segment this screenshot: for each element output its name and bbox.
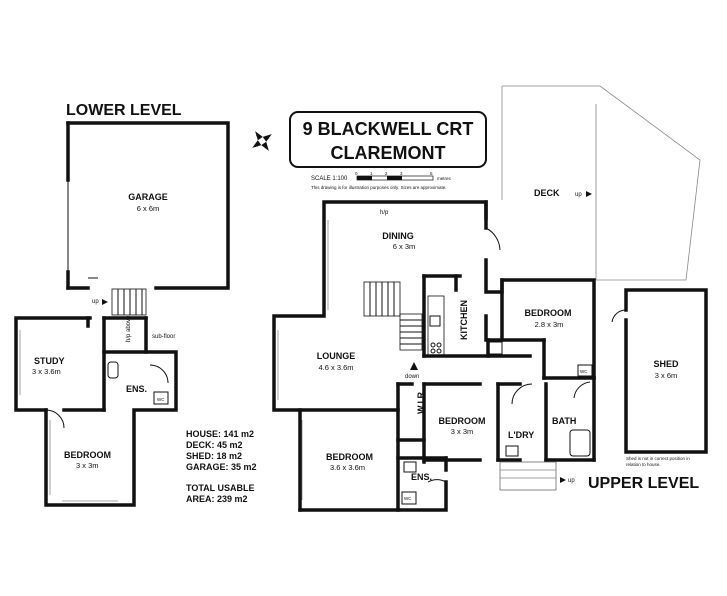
upper-level-plan: DECK up xyxy=(272,85,701,512)
total-area-line1: TOTAL USABLE xyxy=(186,483,255,493)
upper-hp-label: h/p xyxy=(380,210,389,216)
lower-wc-label: WC xyxy=(157,397,165,402)
entry-up-arrow-icon xyxy=(560,477,566,483)
deck-up-arrow-icon xyxy=(586,191,592,197)
upper-toilet-icon xyxy=(577,364,593,377)
lower-rooms: WC h/p above sub-floor STUDY 3 x 3.6m EN… xyxy=(14,315,178,507)
suburb-title: CLAREMONT xyxy=(331,143,446,163)
title-box xyxy=(289,111,487,168)
scale-tick-0: 0 xyxy=(355,171,358,176)
ens-basin-icon xyxy=(403,461,417,473)
scale-tick-3: 3 xyxy=(400,171,403,176)
compass-n: N xyxy=(255,133,261,139)
laundry-label: L'DRY xyxy=(508,430,534,440)
kitchen-fittings: KITCHEN xyxy=(427,295,503,357)
ens-wc-label: WC xyxy=(404,496,412,501)
scale-tick-1: 1 xyxy=(370,171,373,176)
lounge-label: LOUNGE xyxy=(317,351,356,361)
upper-wc-label: WC xyxy=(580,369,588,374)
lower-bedroom-size: 3 x 3m xyxy=(76,461,99,470)
bathtub-icon xyxy=(569,429,591,457)
lower-up-label: up xyxy=(92,299,99,305)
upper-level-label: UPPER LEVEL xyxy=(588,475,699,492)
house-area: HOUSE: 141 m2 xyxy=(186,429,254,439)
deck-area: DECK: 45 m2 xyxy=(186,440,243,450)
shed-note-line1: Shed is not in correct position in xyxy=(626,456,690,461)
garage-label: GARAGE xyxy=(128,192,168,202)
scale-tick-5: 5 xyxy=(430,171,433,176)
area-summary: HOUSE: 141 m2 DECK: 45 m2 SHED: 18 m2 GA… xyxy=(186,429,257,504)
lower-ens-label: ENS. xyxy=(126,384,147,394)
shed-building: SHED 3 x 6m Shed is not in correct posit… xyxy=(611,288,708,467)
shed-size: 3 x 6m xyxy=(655,371,678,380)
ens-toilet-icon xyxy=(401,491,417,505)
address-title: 9 BLACKWELL CRT xyxy=(303,119,474,139)
garage-area: GARAGE: 35 m2 xyxy=(186,462,257,472)
bedroom-sw-size: 3.6 x 3.6m xyxy=(330,463,365,472)
bedroom-sw-label: BEDROOM xyxy=(326,452,373,462)
down-arrow-icon xyxy=(410,362,418,370)
sink-icon xyxy=(429,315,441,327)
scale-tick-2: 2 xyxy=(385,171,388,176)
scale-note: This drawing is for illustration purpose… xyxy=(311,185,446,190)
shed-label: SHED xyxy=(653,359,679,369)
deck-area-plan: DECK up xyxy=(501,85,701,281)
study-size: 3 x 3.6m xyxy=(32,367,61,376)
compass-w: W xyxy=(254,141,261,148)
bedroom-ne-size: 2.8 x 3m xyxy=(535,320,564,329)
entry-steps: up xyxy=(499,461,575,491)
toilet-icon xyxy=(153,391,169,405)
bedroom-ne-label: BEDROOM xyxy=(525,308,572,318)
bath-label: BATH xyxy=(552,416,576,426)
basin-icon xyxy=(107,361,119,379)
total-area-line2: AREA: 239 m2 xyxy=(186,494,248,504)
lower-level-plan: GARAGE 6 x 6m up xyxy=(14,121,230,507)
upper-ens-label: ENS. xyxy=(411,472,432,482)
entry-up-label: up xyxy=(568,478,575,484)
lower-bedroom-label: BEDROOM xyxy=(64,450,111,460)
lounge-size: 4.6 x 3.6m xyxy=(318,363,353,372)
shed-area: SHED: 18 m2 xyxy=(186,451,242,461)
wir-label: W.I.R xyxy=(416,392,426,414)
scale-label: SCALE 1:100 xyxy=(311,176,348,182)
dining-size: 6 x 3m xyxy=(393,242,416,251)
kitchen-label: KITCHEN xyxy=(459,300,469,340)
sub-floor-label: sub-floor xyxy=(152,334,175,340)
title-block: 9 BLACKWELL CRT CLAREMONT xyxy=(289,111,487,168)
study-label: STUDY xyxy=(34,356,65,366)
down-label: down xyxy=(405,374,419,380)
lower-level-label: LOWER LEVEL xyxy=(66,102,182,119)
up-arrow-icon xyxy=(102,299,108,305)
lower-stairs: up xyxy=(92,288,147,316)
garage-room: GARAGE 6 x 6m xyxy=(66,121,230,290)
deck-up-label: up xyxy=(575,192,582,198)
upper-stairs: down xyxy=(363,281,423,380)
trough-icon xyxy=(505,445,519,457)
bedroom-mid-label: BEDROOM xyxy=(439,416,486,426)
shed-note-line2: relation to house. xyxy=(626,462,661,467)
compass-icon: N S E W xyxy=(252,131,272,151)
dining-label: DINING xyxy=(382,231,414,241)
deck-label: DECK xyxy=(534,188,560,198)
scale-unit: metres xyxy=(437,176,452,181)
compass-e: E xyxy=(264,135,269,141)
compass-s: S xyxy=(263,144,268,150)
hp-above-label: h/p above xyxy=(126,315,132,342)
bedroom-mid-size: 3 x 3m xyxy=(451,427,474,436)
scale-bar: SCALE 1:100 0 1 2 3 5 metres This drawin… xyxy=(311,171,452,190)
garage-size: 6 x 6m xyxy=(137,204,160,213)
